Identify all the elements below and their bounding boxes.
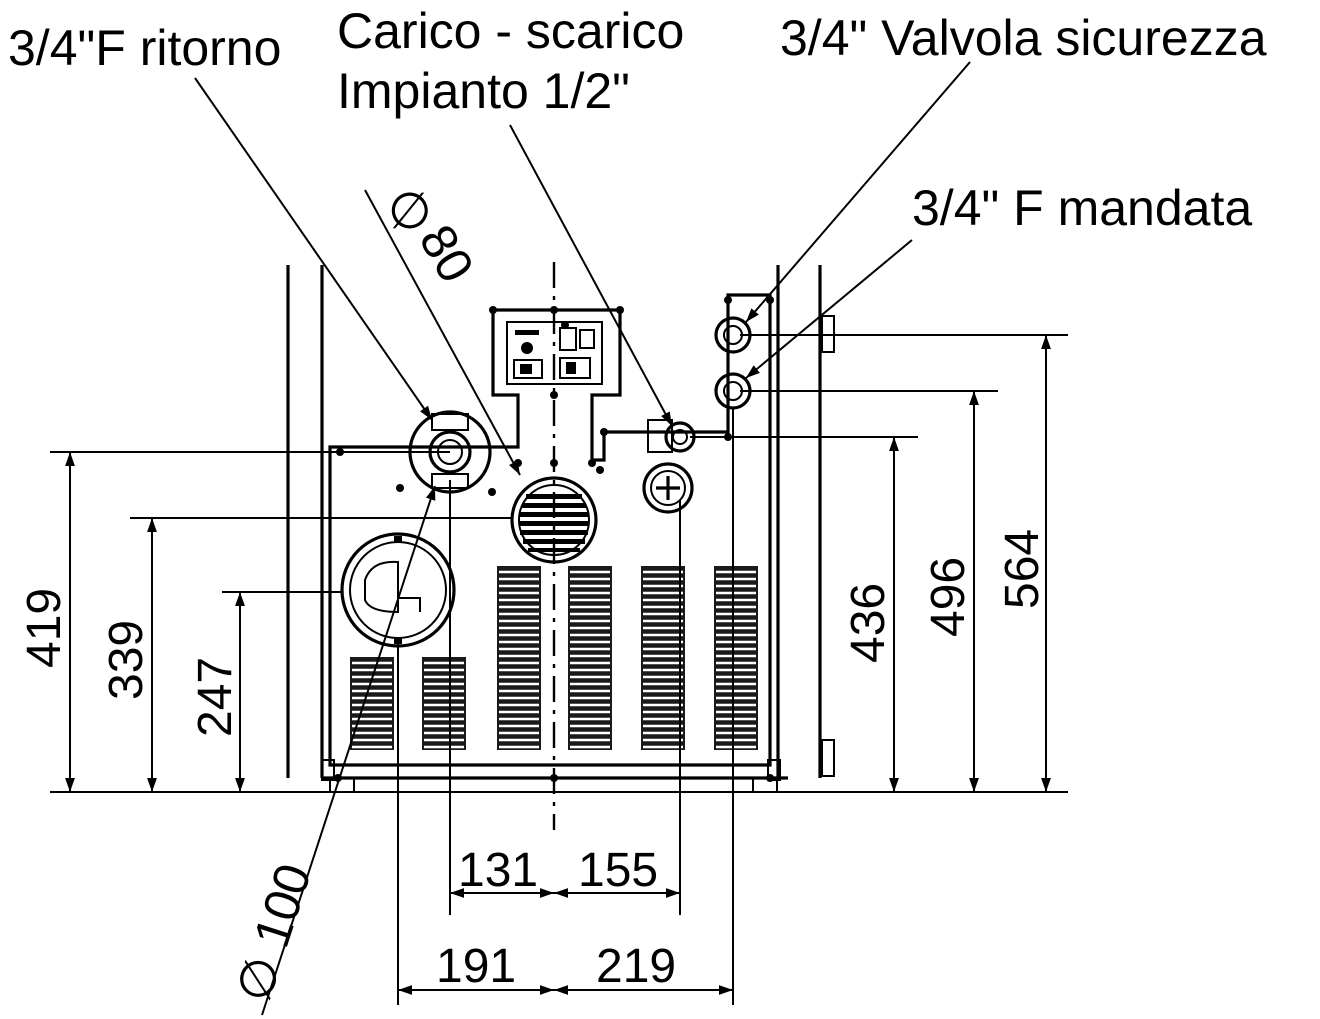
label-return: 3/4"F ritorno bbox=[8, 20, 281, 76]
vertical-dimensions bbox=[50, 334, 1068, 793]
dim-339: 339 bbox=[100, 620, 153, 700]
label-fill-drain-line2: Impianto 1/2" bbox=[337, 63, 630, 119]
dim-191: 191 bbox=[436, 940, 516, 993]
dim-219: 219 bbox=[596, 940, 676, 993]
label-phi100: ∅ 100 bbox=[225, 857, 322, 1008]
leader-lines bbox=[194, 61, 971, 1016]
dim-436: 436 bbox=[842, 583, 895, 663]
label-safety-valve: 3/4" Valvola sicurezza bbox=[780, 10, 1267, 66]
horizontal-dimensions bbox=[397, 408, 734, 1005]
return-connection bbox=[336, 410, 496, 496]
dim-419: 419 bbox=[18, 588, 71, 668]
dim-564: 564 bbox=[996, 529, 1049, 609]
air-intake-100 bbox=[340, 532, 456, 648]
ventilation-grilles bbox=[350, 566, 758, 750]
dim-247: 247 bbox=[189, 657, 242, 737]
dim-131: 131 bbox=[458, 844, 538, 897]
dim-155: 155 bbox=[578, 844, 658, 897]
fill-drain-valve bbox=[642, 419, 732, 514]
label-flow: 3/4" F mandata bbox=[912, 180, 1252, 236]
label-fill-drain-line1: Carico - scarico bbox=[337, 3, 684, 59]
dim-496: 496 bbox=[922, 557, 975, 637]
label-phi80-symbol: ∅ bbox=[388, 183, 432, 239]
